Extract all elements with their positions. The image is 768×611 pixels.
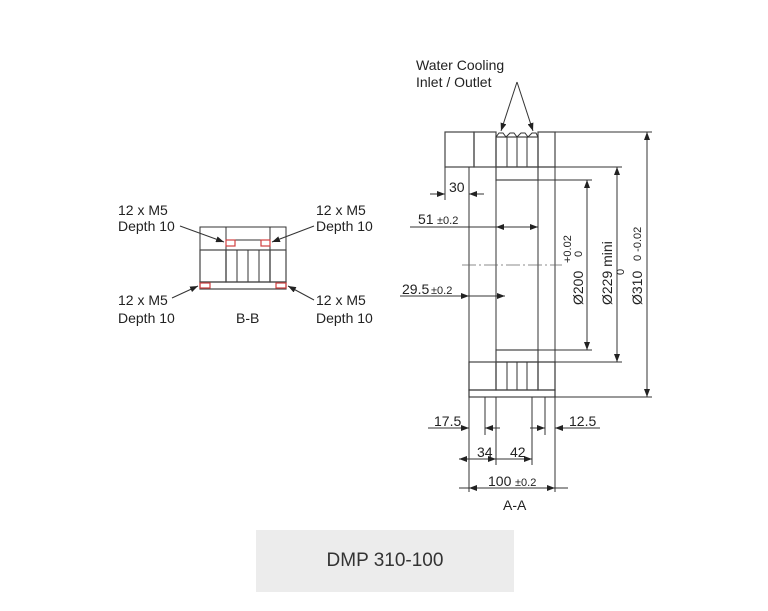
section-bb: 12 x M5 Depth 10 12 x M5 Depth 10 12 x M…	[118, 202, 373, 326]
dim-dia229-tol: 0	[615, 269, 627, 275]
dim-dia310: Ø310	[629, 271, 645, 305]
dim-51-tol: ±0.2	[437, 215, 458, 227]
dim-100-tol: ±0.2	[515, 477, 536, 489]
dim-dia229: Ø229 mini	[599, 241, 615, 305]
bottom-sleeve	[495, 349, 539, 363]
product-title-caption: DMP 310-100	[256, 530, 514, 592]
section-aa-label: A-A	[503, 497, 527, 513]
dim-30: 30	[449, 179, 465, 195]
callout-br-line2: Depth 10	[316, 310, 373, 326]
dim-29-5: 29.5	[402, 281, 429, 297]
dim-dia200: Ø200	[570, 271, 586, 305]
dim-dia310-tol: 0 -0.02	[632, 227, 644, 261]
section-aa: Water Cooling Inlet / Outlet 30 51 ±0.2 …	[400, 57, 652, 513]
product-title: DMP 310-100	[326, 550, 444, 571]
callout-tr-line1: 12 x M5	[316, 202, 366, 218]
dim-dia200-tol-lower: 0	[573, 251, 585, 257]
callout-bl-line2: Depth 10	[118, 310, 175, 326]
dim-100: 100	[488, 473, 512, 489]
insulation-block	[444, 131, 475, 168]
dim-12-5: 12.5	[569, 413, 596, 429]
dim-17-5: 17.5	[434, 413, 461, 429]
dim-dia200-tol-upper: +0.02	[562, 235, 574, 263]
callout-tr-line2: Depth 10	[316, 218, 373, 234]
cooling-label-line2: Inlet / Outlet	[416, 74, 492, 90]
callout-bl-line1: 12 x M5	[118, 292, 168, 308]
thread-marks	[199, 239, 287, 289]
top-sleeve	[495, 166, 539, 181]
callout-br-line1: 12 x M5	[316, 292, 366, 308]
dim-29-5-tol: ±0.2	[431, 285, 452, 297]
dim-42: 42	[510, 444, 526, 460]
callout-tl-line2: Depth 10	[118, 218, 175, 234]
callout-tl-line1: 12 x M5	[118, 202, 168, 218]
dim-51: 51	[418, 211, 434, 227]
dim-34: 34	[477, 444, 493, 460]
section-bb-label: B-B	[236, 310, 259, 326]
cooling-label-line1: Water Cooling	[416, 57, 504, 73]
